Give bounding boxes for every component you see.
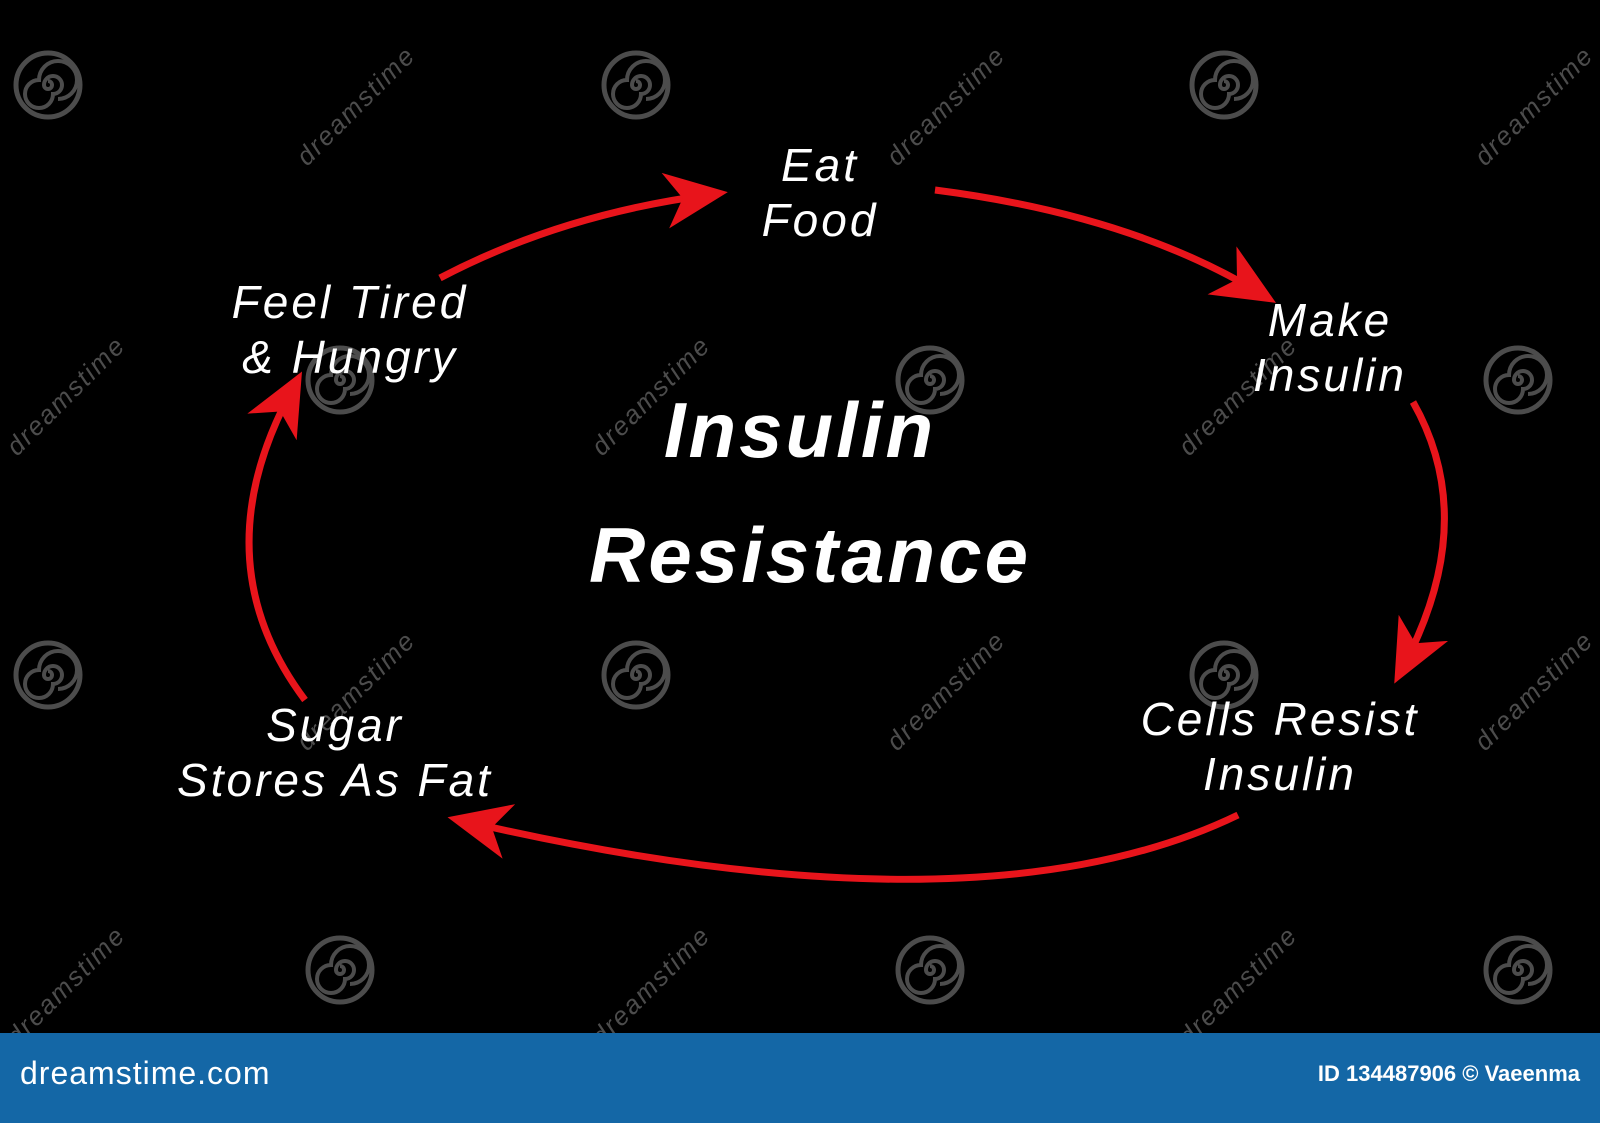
node-feel-tired-line2: & Hungry	[242, 331, 458, 383]
watermark-spiral-icon	[1189, 640, 1259, 710]
node-sugar-line2: Stores As Fat	[177, 754, 493, 806]
node-eat-food-line2: Food	[761, 194, 879, 246]
node-cells-resist-line2: Insulin	[1203, 748, 1357, 800]
footer-credit: ID 134487906 © Vaeenma	[1317, 1061, 1580, 1086]
footer-logo: dreamstime.com	[20, 1055, 271, 1091]
watermark-spiral-icon	[601, 640, 671, 710]
watermark-spiral-icon	[1189, 50, 1259, 120]
node-feel-tired-hungry: Feel Tired & Hungry	[165, 275, 535, 385]
node-eat-food: Eat Food	[715, 138, 925, 248]
watermark-spiral-icon	[13, 640, 83, 710]
node-sugar-stores-as-fat: Sugar Stores As Fat	[95, 698, 575, 808]
watermark-spiral-icon	[895, 345, 965, 415]
diagram-title-line1: Insulin	[663, 386, 937, 474]
footer-bar: dreamstime.com ID 134487906 © Vaeenma	[0, 1033, 1600, 1123]
node-feel-tired-line1: Feel Tired	[231, 276, 469, 328]
node-cells-resist-insulin: Cells Resist Insulin	[1070, 692, 1490, 802]
watermark-spiral-icon	[13, 50, 83, 120]
arrow-feel-tired-to-eat	[438, 172, 728, 282]
node-make-insulin: Make Insulin	[1210, 293, 1450, 403]
node-make-insulin-line1: Make	[1267, 294, 1393, 346]
node-eat-food-line1: Eat	[780, 139, 860, 191]
node-make-insulin-line2: Insulin	[1253, 349, 1407, 401]
watermark-spiral-icon	[601, 50, 671, 120]
watermark-spiral-icon	[895, 935, 965, 1005]
arrow-make-insulin-to-cells-resist	[1394, 400, 1449, 684]
arrow-cells-resist-to-sugar-fat	[447, 804, 1240, 883]
node-sugar-line1: Sugar	[266, 699, 404, 751]
watermark-spiral-icon	[1483, 345, 1553, 415]
diagram-title-line2: Resistance	[589, 511, 1031, 599]
cycle-arrows	[245, 172, 1449, 883]
watermark-spiral-icon	[1483, 935, 1553, 1005]
node-cells-resist-line1: Cells Resist	[1140, 693, 1420, 745]
arrow-eat-to-make-insulin	[934, 186, 1276, 303]
watermark-spiral-icon	[305, 345, 375, 415]
arrow-sugar-fat-to-feel-tired	[245, 371, 308, 703]
watermark-spiral-icon	[305, 935, 375, 1005]
